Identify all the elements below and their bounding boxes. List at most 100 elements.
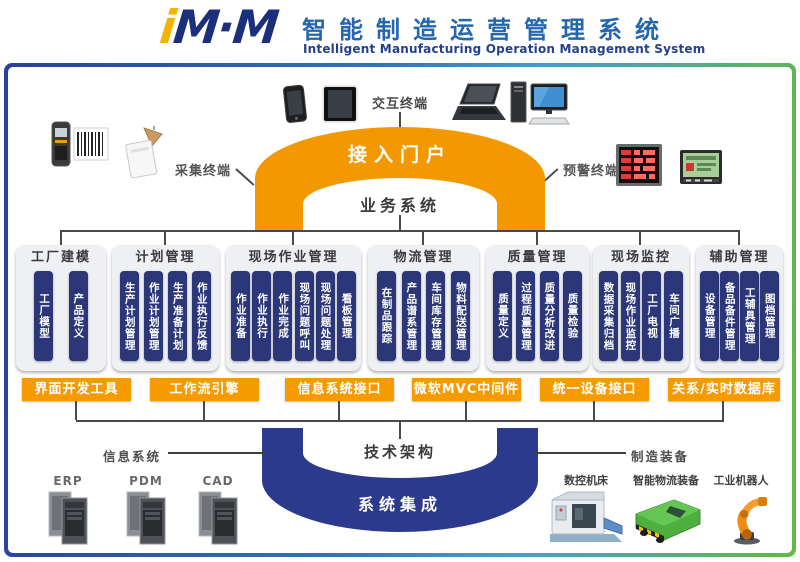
- agv-label: 智能物流装备: [633, 474, 699, 487]
- group-title: 现场监控: [610, 250, 671, 265]
- business-module-pill: 看板管理: [336, 271, 356, 361]
- logo-mm: M·M: [170, 0, 280, 54]
- business-module-pill: 车间广播: [664, 271, 684, 361]
- rfid-card-icon: [125, 126, 163, 179]
- imm-logo: iM·M: [157, 0, 279, 54]
- middleware-bar-info-interface: 信息系统接口: [285, 378, 394, 401]
- cnc-machine-icon: [550, 491, 623, 542]
- interact-terminal-label: 交互终端: [371, 97, 428, 112]
- business-module-pill: 工厂模型: [34, 271, 54, 361]
- server-icon: [198, 491, 238, 545]
- tech-architecture-label: 技术架构: [363, 443, 436, 461]
- collect-terminal-label: 采集终端: [174, 164, 231, 179]
- business-module-pill: 产品定义: [68, 271, 88, 361]
- group-title: 物流管理: [393, 250, 454, 265]
- bar-stub-3: [338, 401, 340, 420]
- group-stub-4: [422, 230, 424, 245]
- business-module-pill: 在制品跟踪: [376, 271, 396, 361]
- business-module-pill: 工厂电视: [642, 271, 662, 361]
- alert-terminal-label: 预警终端: [562, 164, 619, 179]
- smartphone-icon: [283, 84, 307, 123]
- server-icon: [48, 491, 88, 545]
- business-module-pill: 作业计划管理: [144, 271, 163, 361]
- business-module-pill: 作业执行反馈: [192, 271, 211, 361]
- business-module-pill: 作业执行: [252, 271, 272, 361]
- bar-stub-1: [75, 401, 77, 420]
- server-icon: [126, 491, 166, 545]
- agv-icon: [635, 499, 701, 543]
- business-group-logistics: 物流管理 在制品跟踪 产品谱系管理 车间库存管理 物料配送管理: [368, 245, 479, 371]
- group-title: 现场作业管理: [248, 250, 339, 265]
- business-module-pill: 质量检验: [562, 271, 582, 361]
- interact-connector-line: [399, 112, 401, 127]
- business-module-pill: 作业准备: [231, 271, 251, 361]
- middleware-bar-device-interface: 统一设备接口: [540, 378, 649, 401]
- business-trunk-stub: [399, 215, 401, 230]
- robot-arm-icon: [734, 497, 767, 545]
- info-systems-label: 信息系统: [102, 449, 161, 464]
- business-module-pill: 生产准备计划: [168, 271, 187, 361]
- business-trunk-line: [60, 230, 740, 232]
- business-module-pill: 图档管理: [760, 271, 779, 361]
- group-stub-1: [60, 230, 62, 245]
- business-group-shopfloor-operation: 现场作业管理 作业准备 作业执行 作业完成 现场问题呼叫 现场问题处理 看板管理: [226, 245, 361, 371]
- andon-display-icon: [616, 144, 662, 186]
- page-title-cn: 智能制造运营管理系统: [302, 16, 672, 44]
- group-title: 工厂建模: [30, 250, 91, 265]
- erp-label: ERP: [53, 474, 83, 488]
- lcd-display-icon: [680, 150, 722, 184]
- equipment-line: [534, 452, 626, 454]
- middleware-bar-ui-dev-tool: 界面开发工具: [22, 378, 131, 401]
- business-module-pill: 数据采集归档: [598, 271, 618, 361]
- business-module-pill: 车间库存管理: [426, 271, 446, 361]
- pdm-label: PDM: [129, 474, 163, 488]
- business-module-pill: 产品谱系管理: [401, 271, 421, 361]
- group-title: 辅助管理: [709, 250, 770, 265]
- bar-stub-4: [465, 401, 467, 420]
- business-group-auxiliary: 辅助管理 设备管理 备品备件管理 工辅具管理 图档管理: [696, 245, 783, 371]
- business-module-pill: 现场问题呼叫: [294, 271, 314, 361]
- desktop-pc-icon: [510, 81, 570, 125]
- bar-stub-5: [593, 401, 595, 420]
- business-group-factory-modeling: 工厂建模 工厂模型 产品定义: [16, 245, 106, 371]
- business-module-pill: 设备管理: [700, 271, 719, 361]
- robot-label: 工业机器人: [713, 474, 769, 487]
- business-group-quality: 质量管理 质量定义 过程质量管理 质量分析改进 质量检验: [486, 245, 589, 371]
- business-module-pill: 过程质量管理: [516, 271, 536, 361]
- bar-stub-2: [203, 401, 205, 420]
- middleware-bar-mvc: 微软MVC中间件: [412, 378, 521, 401]
- barcode-scanner-icon: [51, 121, 109, 167]
- business-module-pill: 物料配送管理: [451, 271, 471, 361]
- business-module-pill: 备品备件管理: [720, 271, 739, 361]
- business-group-monitoring: 现场监控 数据采集归档 现场作业监控 工厂电视 车间广播: [593, 245, 689, 371]
- group-stub-5: [536, 230, 538, 245]
- group-stub-6: [639, 230, 641, 245]
- page-title-en: Intelligent Manufacturing Operation Mana…: [303, 42, 706, 56]
- group-stub-3: [292, 230, 294, 245]
- system-integration-label: 系统集成: [357, 495, 442, 514]
- info-systems-line: [168, 452, 266, 454]
- business-module-pill: 现场问题处理: [315, 271, 335, 361]
- middleware-bar-database: 关系/实时数据库: [668, 378, 780, 401]
- business-module-pill: 生产计划管理: [120, 271, 139, 361]
- business-module-pill: 质量定义: [493, 271, 513, 361]
- cad-label: CAD: [202, 474, 234, 488]
- cnc-label: 数控机床: [564, 474, 608, 487]
- tablet-icon: [322, 85, 358, 123]
- business-module-pill: 质量分析改进: [539, 271, 559, 361]
- group-title: 计划管理: [135, 250, 196, 265]
- tech-trunk-stub: [399, 420, 401, 439]
- bar-stub-6: [722, 401, 724, 420]
- business-module-pill: 工辅具管理: [740, 271, 759, 361]
- access-portal-label: 接入门户: [347, 144, 452, 166]
- business-module-pill: 作业完成: [273, 271, 293, 361]
- group-title: 质量管理: [507, 250, 568, 265]
- group-stub-2: [164, 230, 166, 245]
- equipment-label: 制造装备: [630, 449, 689, 464]
- business-module-pill: 现场作业监控: [620, 271, 640, 361]
- laptop-icon: [452, 83, 506, 120]
- middleware-bar-workflow-engine: 工作流引擎: [150, 378, 259, 401]
- group-stub-7: [738, 230, 740, 245]
- business-group-planning: 计划管理 生产计划管理 作业计划管理 生产准备计划 作业执行反馈: [112, 245, 219, 371]
- business-system-label: 业务系统: [359, 196, 440, 215]
